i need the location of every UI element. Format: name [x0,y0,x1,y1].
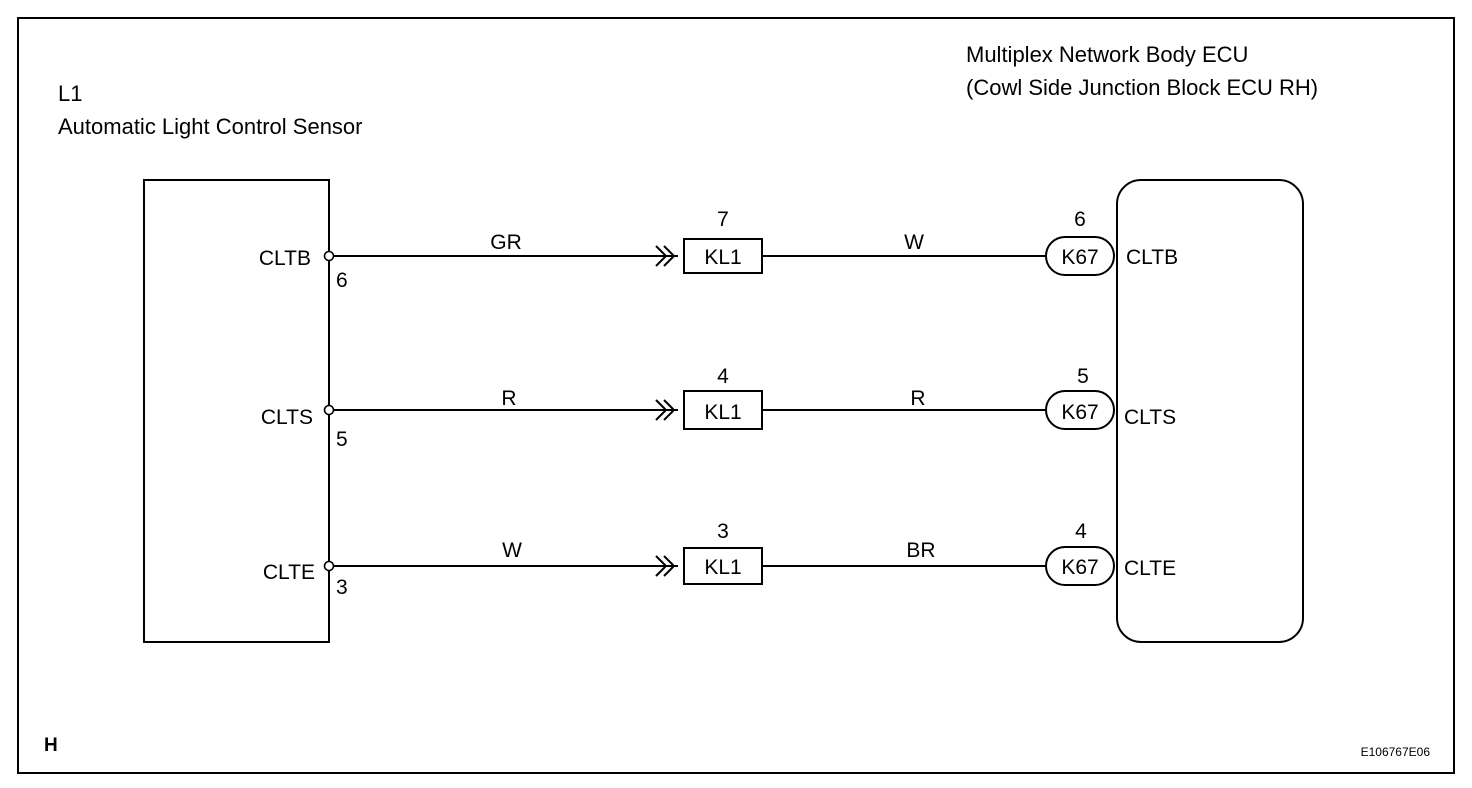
junction-connector-box [683,547,763,585]
ecu-connector-label: K67 [1061,246,1098,269]
figure-id: E106767E06 [1361,745,1431,759]
connector-chevron-icon [655,555,668,577]
right-component-name-line2: (Cowl Side Junction Block ECU RH) [966,75,1318,100]
wire-color-1: R [501,387,516,410]
wire-color-1: W [502,539,522,562]
left-pin-number: 3 [336,576,348,599]
left-pin-number: 6 [336,269,348,292]
connector-chevron-icon [655,399,668,421]
connector-chevron-icon [663,399,676,421]
wire-color-2: W [904,231,924,254]
corner-label: H [44,735,58,756]
left-pin-label: CLTE [263,561,315,584]
ecu-connector-oval [1045,390,1115,430]
left-component-name: Automatic Light Control Sensor [58,114,363,139]
wire-color-1: GR [490,231,522,254]
left-pin-label: CLTS [261,406,313,429]
wire-color-2: R [910,387,925,410]
ecu-box [1116,179,1304,643]
connector-chevron-icon [663,245,676,267]
junction-connector-label: KL1 [704,556,741,579]
circuit-row-0: CLTB 6 GR 7 KL1 W 6 K67 CLTB [259,208,1178,292]
junction-connector-box [683,238,763,274]
ecu-pin-label: CLTS [1124,406,1176,429]
left-pin-number: 5 [336,428,348,451]
ecu-pin-number: 4 [1075,520,1087,543]
circuit-row-1: CLTS 5 R 4 KL1 R 5 K67 CLTS [261,365,1176,451]
ecu-pin-number: 5 [1077,365,1089,388]
left-component-code: L1 [58,81,82,106]
junction-pin-number: 3 [717,520,729,543]
junction-connector-label: KL1 [704,246,741,269]
connector-chevron-icon [663,555,676,577]
ecu-connector-label: K67 [1061,556,1098,579]
connector-chevron-icon [655,245,668,267]
terminal-circle [323,560,335,572]
terminal-circle [323,250,335,262]
left-pin-label: CLTB [259,247,311,270]
ecu-connector-oval [1045,546,1115,586]
junction-pin-number: 7 [717,208,729,231]
diagram-frame [17,17,1455,774]
ecu-connector-label: K67 [1061,401,1098,424]
junction-connector-label: KL1 [704,401,741,424]
wire-color-2: BR [906,539,935,562]
junction-pin-number: 4 [717,365,729,388]
ecu-pin-number: 6 [1074,208,1086,231]
ecu-pin-label: CLTE [1124,557,1176,580]
right-component-name-line1: Multiplex Network Body ECU [966,42,1248,67]
terminal-circle [323,404,335,416]
ecu-pin-label: CLTB [1126,246,1178,269]
ecu-connector-oval [1045,236,1115,276]
circuit-row-2: CLTE 3 W 3 KL1 BR 4 K67 CLTE [263,520,1176,599]
